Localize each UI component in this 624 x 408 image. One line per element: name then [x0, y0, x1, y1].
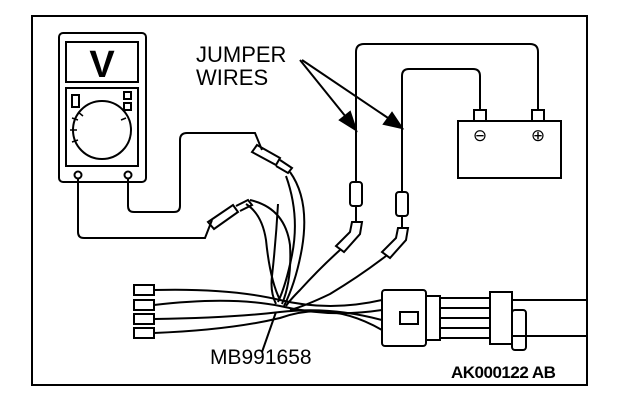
harness-connector-body: [381, 289, 427, 347]
harness-cable-clamp: [511, 309, 527, 351]
jumper-wires-label-line-1: JUMPER: [196, 42, 287, 67]
probe-clip-upper: [250, 143, 282, 167]
arrow-head-left-wire: [338, 110, 358, 133]
probe-clip-lower: [206, 203, 240, 231]
jumper-clip-right: [380, 227, 410, 260]
harness-lead-d: [277, 175, 296, 303]
harness-connector-latch: [399, 311, 419, 325]
jumper-wire-negative: [401, 68, 481, 192]
harness-plug-1: [133, 284, 155, 296]
harness-lead-b: [249, 199, 292, 305]
arrow-head-right-wire: [382, 111, 405, 130]
jumper-fuse-right: [395, 191, 409, 217]
harness-wire-2: [153, 299, 383, 315]
probe-clip-upper-tip: [275, 159, 294, 175]
multimeter-com-jack: [73, 170, 83, 180]
arrow-line-to-right-wire: [301, 59, 395, 123]
battery-positive-terminal: [531, 109, 545, 122]
jumper-wires-label-line-2: WIRES: [196, 65, 269, 90]
harness-lead-a: [245, 203, 281, 301]
multimeter-button-right-top: [123, 91, 132, 100]
harness-plug-4: [133, 327, 155, 339]
meter-lead-volt: [127, 132, 263, 213]
battery-negative-symbol: ⊖: [473, 126, 487, 146]
multimeter-body: [58, 32, 147, 183]
multimeter-button-right-bottom: [123, 102, 132, 111]
meter-lead-com: [77, 178, 213, 239]
multimeter-tick-marks: [70, 111, 127, 143]
harness-connector-front: [425, 295, 441, 341]
battery-negative-terminal: [473, 109, 487, 122]
figure-border: [31, 15, 588, 386]
probe-clip-lower-tip: [235, 198, 254, 212]
harness-lead-f: [289, 255, 387, 311]
battery-positive-symbol: ⊕: [531, 126, 545, 146]
multimeter-button-left: [71, 94, 80, 108]
harness-lead-c: [283, 171, 306, 307]
harness-plug-3: [133, 313, 155, 325]
jumper-wire-positive: [355, 43, 539, 182]
battery-body: [457, 120, 562, 179]
jumper-clip-left: [334, 221, 364, 254]
meter-mode-symbol: V: [89, 44, 115, 86]
multimeter-selector-panel: [65, 87, 139, 167]
harness-plug-2: [133, 299, 155, 311]
harness-mating-connector: [489, 291, 513, 345]
arrow-line-to-left-wire: [299, 59, 351, 123]
harness-wire-3: [153, 309, 383, 321]
jumper-fuse-left: [349, 181, 363, 207]
harness-connector-pins: [440, 297, 490, 339]
harness-lead-g: [270, 203, 279, 305]
multimeter-display: [65, 41, 139, 83]
label-arrows: [299, 59, 405, 133]
jumper-wires: [334, 43, 539, 260]
multimeter-volt-jack: [123, 170, 133, 180]
harness-lead-e: [285, 249, 341, 307]
harness-wire-4: [153, 310, 383, 334]
meter-leads: [77, 132, 294, 239]
multimeter-dial: [72, 100, 132, 160]
tool-label: MB991658: [210, 346, 312, 369]
test-harness: [133, 171, 586, 353]
tool-label-leader: [261, 311, 277, 353]
figure-code-label: AK000122 AB: [451, 363, 556, 382]
